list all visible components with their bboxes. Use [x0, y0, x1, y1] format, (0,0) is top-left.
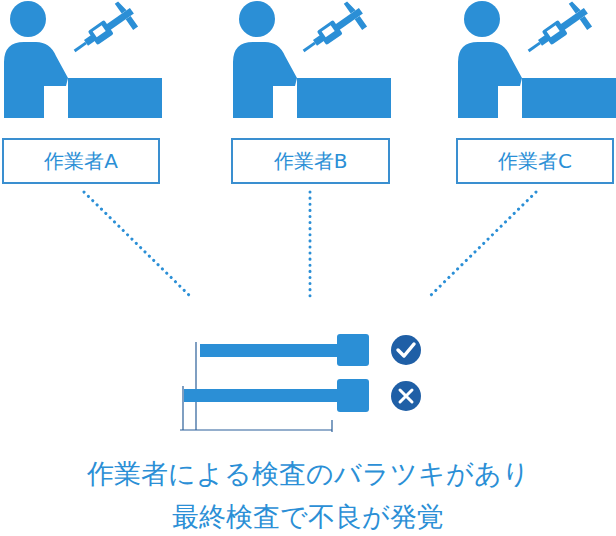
caption: 作業者による検査のバラツキがあり 最終検査で不良が発覚 [83, 452, 533, 536]
leader-line [84, 192, 536, 298]
worker-label-box: 作業者B [231, 138, 390, 184]
worker-label: 作業者B [274, 149, 348, 173]
worker-label-box: 作業者A [2, 138, 160, 184]
worker-label-box: 作業者C [456, 138, 614, 184]
worker-label: 作業者A [44, 149, 118, 173]
worker-label: 作業者C [498, 149, 572, 173]
part-illustration [180, 334, 421, 432]
